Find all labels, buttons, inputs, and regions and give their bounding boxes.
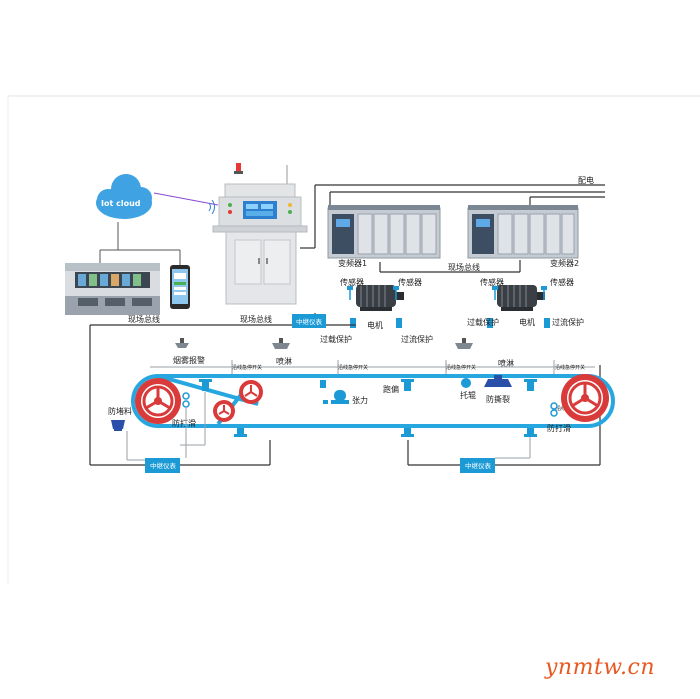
field-bus-top-label: 现场总线 xyxy=(448,262,480,272)
spray-icon-1 xyxy=(272,338,290,349)
motor1-label: 电机 xyxy=(367,320,383,330)
svg-text:中继仪表: 中继仪表 xyxy=(150,461,177,470)
tension-pulley-1 xyxy=(239,380,263,404)
wifi-icon xyxy=(208,199,215,215)
emergency-stop-switch-icon xyxy=(231,360,555,374)
roller-icon xyxy=(461,378,471,388)
control-room-image xyxy=(65,263,160,315)
anti-slip1-label: 防打滑 xyxy=(172,418,196,428)
anti-tear-label: 防撕裂 xyxy=(486,394,510,404)
power-lines xyxy=(300,184,605,249)
sensor1-label: 传感器 xyxy=(340,277,364,287)
motor2-label: 电机 xyxy=(519,317,535,327)
tension-label: 张力 xyxy=(352,395,368,405)
protection-port-icon xyxy=(350,318,550,328)
watermark: ynmtw.cn xyxy=(545,655,656,680)
tension-pulley-2 xyxy=(213,400,235,422)
drive-pulley-left xyxy=(135,378,181,424)
anti-tear-icon xyxy=(484,375,512,387)
power-distribution-label: 配电 xyxy=(578,175,594,185)
overload2-label: 过载保护 xyxy=(467,317,499,327)
overload1-label: 过载保护 xyxy=(320,334,352,344)
spray2-label: 喷淋 xyxy=(498,358,514,368)
belt-sensor-icon xyxy=(199,379,537,437)
deviation-label: 跑偏 xyxy=(383,384,399,394)
estop4-label: 沿线急停开关 xyxy=(555,364,585,371)
estop2-label: 沿线急停开关 xyxy=(338,364,368,371)
sensor3-label: 传感器 xyxy=(480,277,504,287)
vfd-cabinet-1 xyxy=(327,205,441,259)
vfd-cabinet-2 xyxy=(467,205,579,259)
sensor4-label: 传感器 xyxy=(550,277,574,287)
alarm-light xyxy=(236,163,241,172)
signal-lines xyxy=(126,392,531,461)
estop3-label: 沿线急停开关 xyxy=(446,364,476,371)
svg-text:中继仪表: 中继仪表 xyxy=(465,461,492,470)
sensor-icon xyxy=(347,286,547,300)
relay-instrument-top: 中继仪表 xyxy=(292,314,326,328)
vfd2-label: 变频器2 xyxy=(550,258,579,268)
spray-icon-2 xyxy=(455,338,473,349)
drive-pulley-right xyxy=(561,374,609,422)
smoke-alarm-icon xyxy=(175,338,189,348)
anti-block-icon xyxy=(111,420,125,431)
mobile-phone-image xyxy=(170,265,190,309)
tension-device-icon xyxy=(323,390,349,404)
anti-block-label: 防堵料 xyxy=(108,406,132,416)
vfd1-label: 变频器1 xyxy=(338,258,367,268)
overcurrent1-label: 过流保护 xyxy=(401,334,433,344)
iot-cloud-label: Iot cloud xyxy=(101,199,141,208)
svg-text:中继仪表: 中继仪表 xyxy=(296,317,323,326)
field-bus-left2-label: 现场总线 xyxy=(240,314,272,324)
estop1-label: 沿线急停开关 xyxy=(232,364,262,371)
hmi-screen xyxy=(243,201,277,219)
smoke-alarm-label: 烟雾报警 xyxy=(173,355,205,365)
anti-slip2-label: 防打滑 xyxy=(547,423,571,433)
motor-2 xyxy=(497,285,545,311)
relay-instrument-right: 中继仪表 xyxy=(460,458,495,473)
control-cabinet xyxy=(212,163,308,305)
roller-label: 托辊 xyxy=(460,390,476,400)
sensor2-label: 传感器 xyxy=(398,277,422,287)
field-bus-lines xyxy=(89,313,601,466)
cloud-link xyxy=(153,192,219,206)
relay-instrument-left: 中继仪表 xyxy=(145,458,180,473)
field-bus-left1-label: 现场总线 xyxy=(128,314,160,324)
spray1-label: 喷淋 xyxy=(276,356,292,366)
overcurrent2-label: 过流保护 xyxy=(552,317,584,327)
iot-cloud: Iot cloud xyxy=(96,174,152,219)
motor-1 xyxy=(356,285,404,311)
